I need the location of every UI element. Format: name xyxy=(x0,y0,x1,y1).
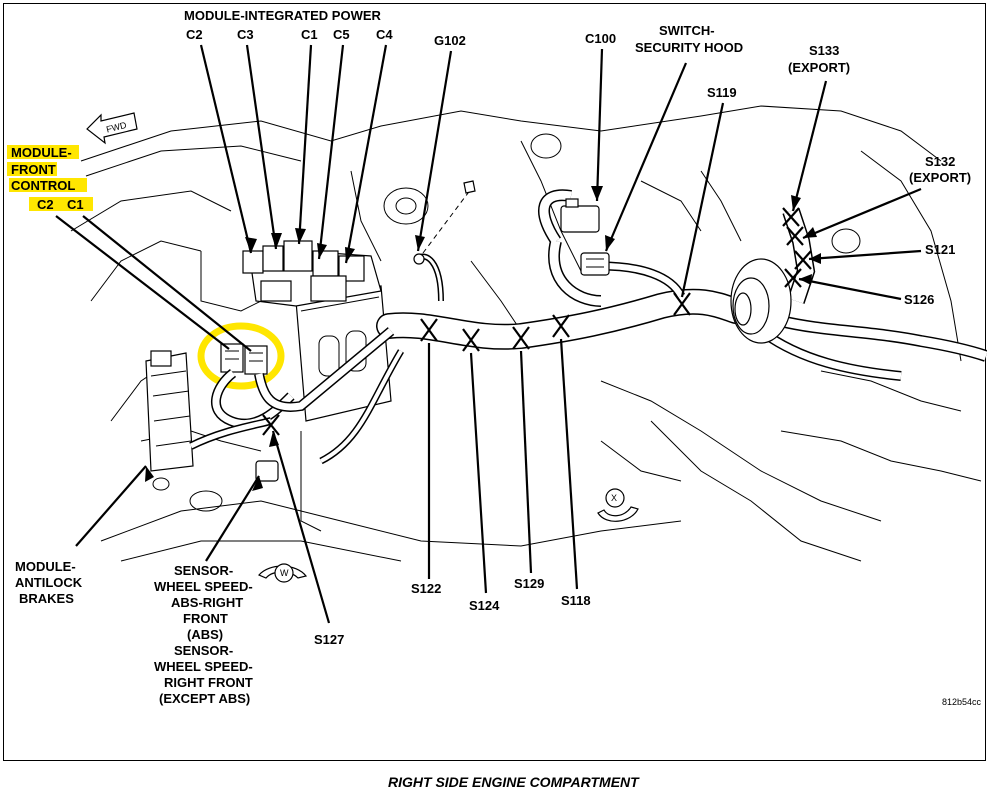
label-sen-3: ABS-RIGHT xyxy=(171,595,243,610)
svg-text:X: X xyxy=(611,493,617,503)
label-switch-1: SWITCH- xyxy=(659,23,715,38)
label-sen-6: SENSOR- xyxy=(174,643,233,658)
front-control-module-connectors xyxy=(220,343,268,375)
page-caption: RIGHT SIDE ENGINE COMPARTMENT xyxy=(388,774,640,790)
wheel-speed-sensor-connector xyxy=(255,460,279,482)
label-s132-2: (EXPORT) xyxy=(909,170,971,185)
label-g102: G102 xyxy=(434,33,466,48)
g102-ground xyxy=(413,180,476,265)
label-sen-5: (ABS) xyxy=(187,627,223,642)
label-s118: S118 xyxy=(561,593,591,608)
leader-lines xyxy=(55,44,922,624)
label-s124: S124 xyxy=(469,598,500,613)
highlight-mfc-4 xyxy=(29,197,93,211)
main-harness xyxy=(189,189,987,465)
label-s122: S122 xyxy=(411,581,441,596)
svg-text:W: W xyxy=(280,568,289,578)
highlight-connectors xyxy=(197,322,285,390)
label-c5-top: C5 xyxy=(333,27,350,42)
highlight-mfc-2 xyxy=(7,162,57,176)
c100-connectors xyxy=(560,198,610,276)
label-mfc-3: CONTROL xyxy=(11,178,75,193)
label-mab-3: BRAKES xyxy=(19,591,74,606)
arrowheads xyxy=(145,186,821,491)
label-s132-1: S132 xyxy=(925,154,955,169)
label-c100: C100 xyxy=(585,31,616,46)
view-marker-x-icon: X xyxy=(597,488,639,522)
ref-code: 812b54cc xyxy=(942,697,982,707)
view-marker-w-icon: W xyxy=(258,563,308,583)
label-mfc-c1: C1 xyxy=(67,197,84,212)
vehicle-structure xyxy=(70,105,982,562)
highlight-mfc-3 xyxy=(9,178,87,192)
label-mfc-2: FRONT xyxy=(11,162,56,177)
grommet xyxy=(730,258,792,344)
wiring-diagram: FWD W X MODULE-INTEGRATED POWER C2 C3 C1… xyxy=(7,8,987,707)
label-c1-top: C1 xyxy=(301,27,318,42)
label-s133-2: (EXPORT) xyxy=(788,60,850,75)
label-mfc-c2: C2 xyxy=(37,197,54,212)
antilock-brake-module xyxy=(145,350,194,491)
label-s126: S126 xyxy=(904,292,934,307)
label-mab-1: MODULE- xyxy=(15,559,76,574)
svg-text:FWD: FWD xyxy=(105,120,128,135)
label-s121: S121 xyxy=(925,242,955,257)
label-s127: S127 xyxy=(314,632,344,647)
diagram-frame: FWD W X MODULE-INTEGRATED POWER C2 C3 C1… xyxy=(3,3,987,761)
label-s133-1: S133 xyxy=(809,43,839,58)
label-sen-8: RIGHT FRONT xyxy=(164,675,253,690)
highlight-mfc-1 xyxy=(7,145,79,159)
label-s129: S129 xyxy=(514,576,544,591)
label-sen-9: (EXCEPT ABS) xyxy=(159,691,250,706)
label-sen-2: WHEEL SPEED- xyxy=(154,579,253,594)
label-c2-top: C2 xyxy=(186,27,203,42)
label-mab-2: ANTILOCK xyxy=(15,575,83,590)
fwd-arrow-icon: FWD xyxy=(86,112,138,145)
splice-markers xyxy=(262,207,812,436)
label-mip-title: MODULE-INTEGRATED POWER xyxy=(184,8,382,23)
label-sen-4: FRONT xyxy=(183,611,228,626)
label-mfc-1: MODULE- xyxy=(11,145,72,160)
label-sen-7: WHEEL SPEED- xyxy=(154,659,253,674)
label-sen-1: SENSOR- xyxy=(174,563,233,578)
label-s119: S119 xyxy=(707,85,737,100)
label-c3-top: C3 xyxy=(237,27,254,42)
label-c4-top: C4 xyxy=(376,27,393,42)
callout-labels: MODULE-INTEGRATED POWER C2 C3 C1 C5 C4 G… xyxy=(11,8,982,707)
label-switch-2: SECURITY HOOD xyxy=(635,40,743,55)
caption-area: RIGHT SIDE ENGINE COMPARTMENT xyxy=(388,774,640,790)
